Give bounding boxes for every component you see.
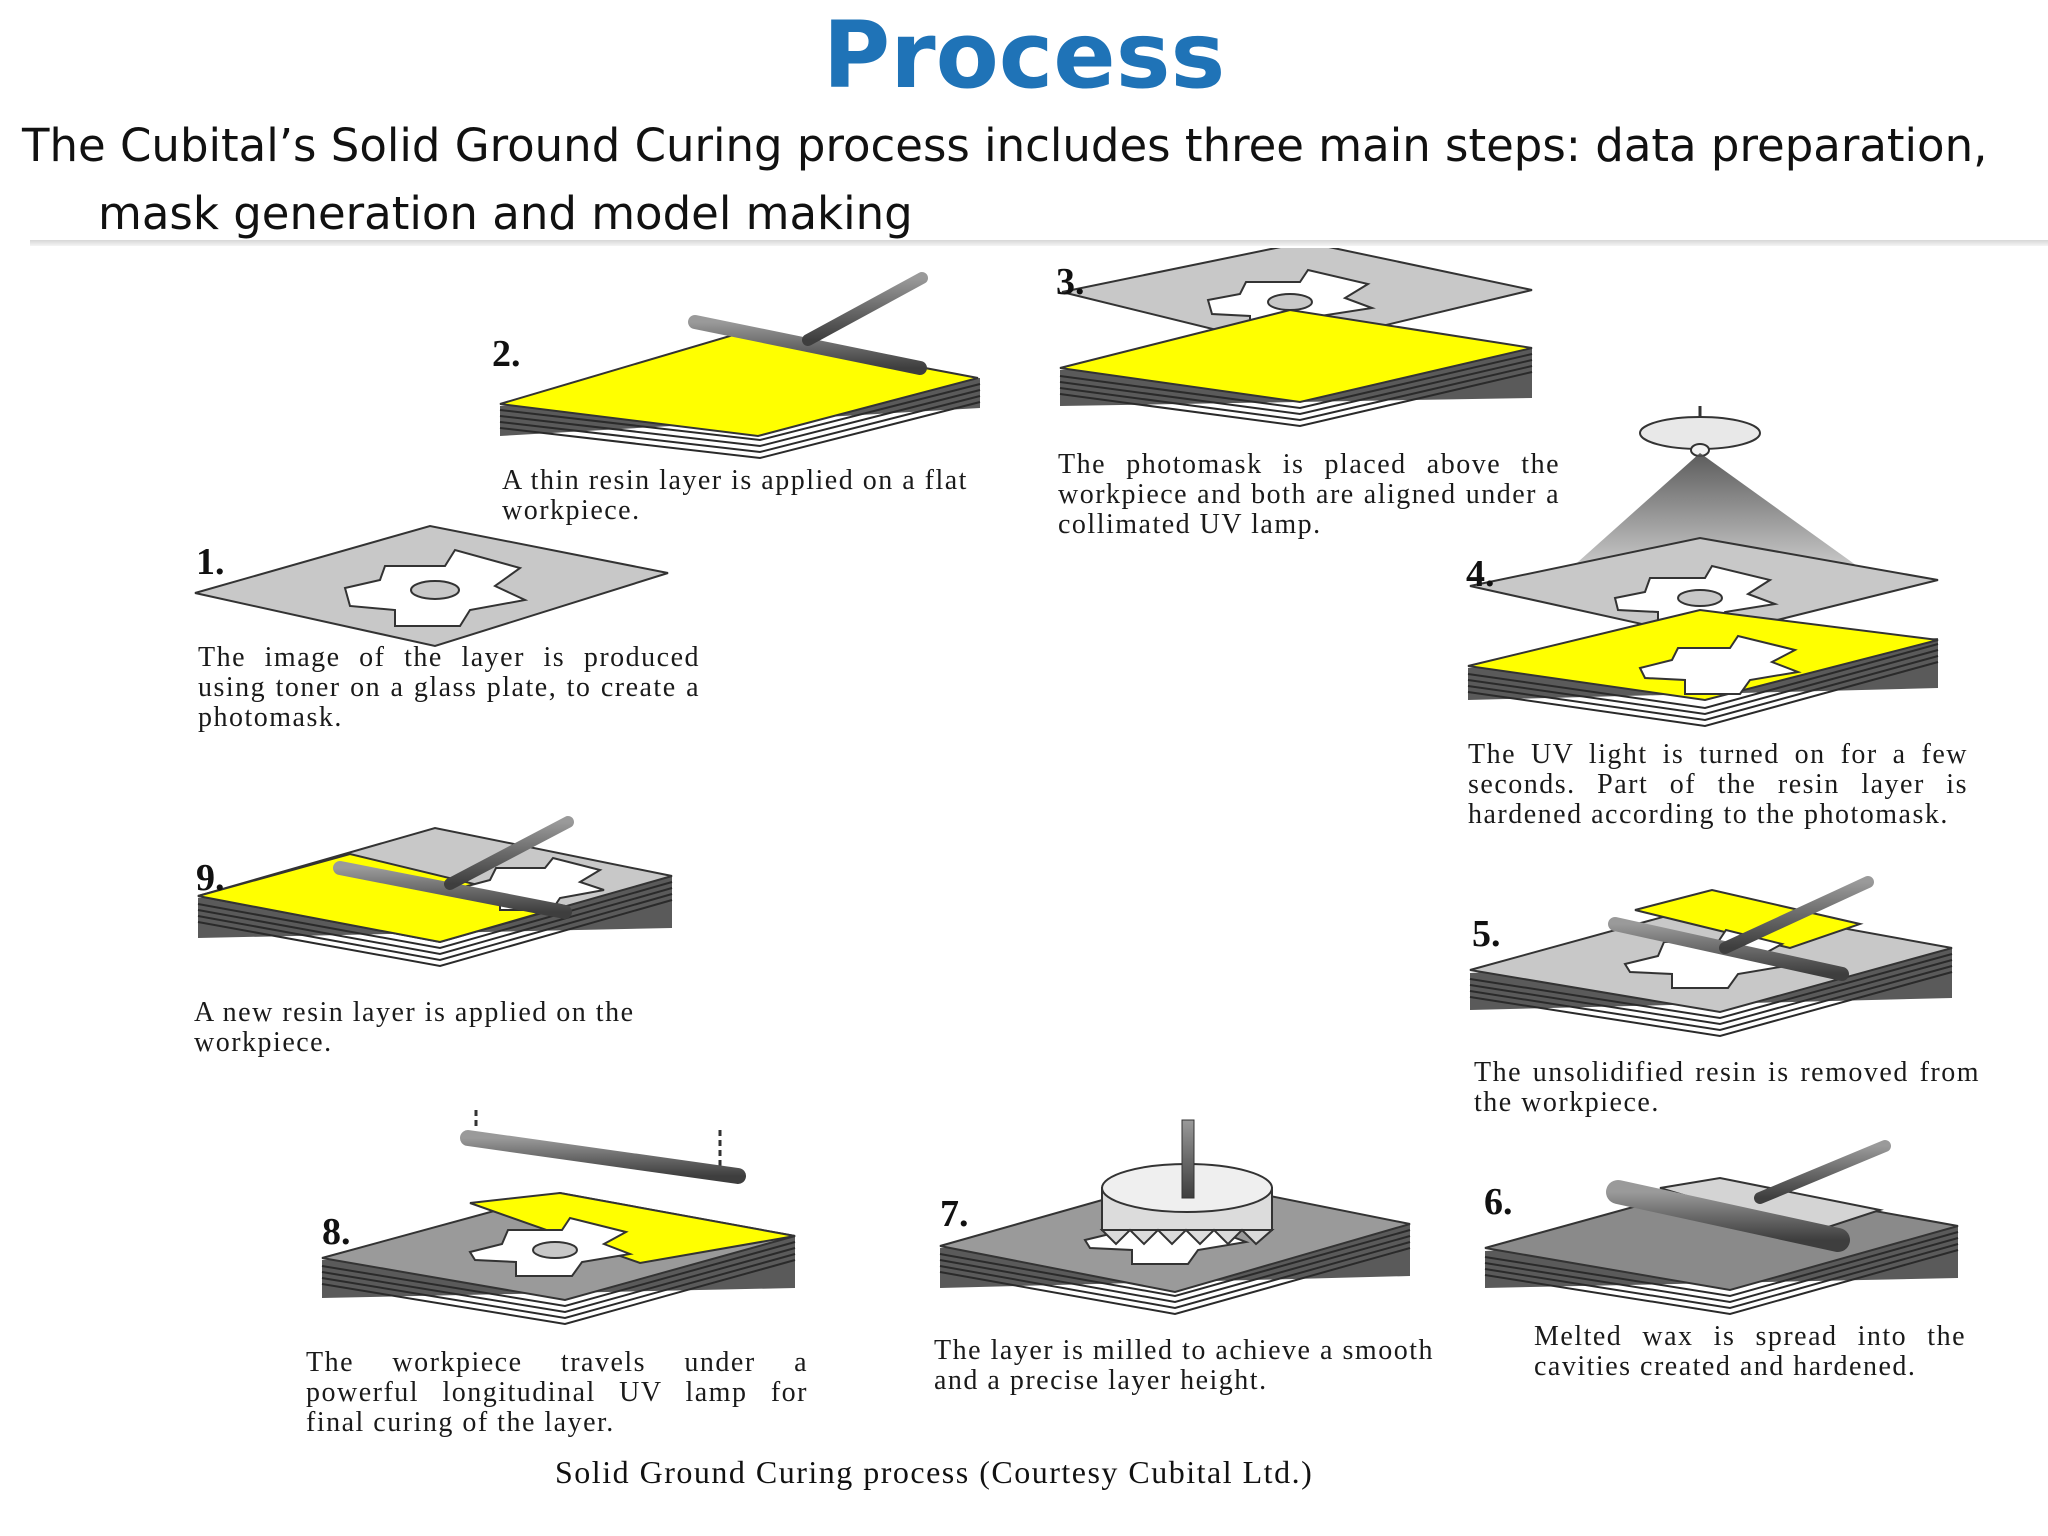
step-3-illustration	[1059, 248, 1533, 428]
step-7-illustration	[939, 1119, 1411, 1316]
step-3-caption: The photomask is placed above the workpi…	[1058, 449, 1560, 540]
step-7-caption: The layer is milled to achieve a smooth …	[934, 1335, 1434, 1396]
step-6-number: 6.	[1484, 1181, 1513, 1223]
step-7-number: 7.	[940, 1193, 969, 1235]
title-divider	[30, 240, 2048, 246]
step-8-number: 8.	[322, 1211, 351, 1253]
page-title: Process	[822, 2, 1226, 109]
step-1-caption: The image of the layer is produced using…	[198, 642, 700, 733]
step-2-caption: A thin resin layer is applied on a flat …	[502, 465, 968, 526]
step-6-caption: Melted wax is spread into the cavities c…	[1534, 1321, 1966, 1382]
step-8-illustration	[321, 1110, 796, 1326]
step-9-caption: A new resin layer is applied on the work…	[194, 997, 635, 1058]
step-2-illustration	[499, 272, 981, 460]
step-5-illustration	[1469, 876, 1953, 1038]
step-1-illustration	[194, 524, 669, 648]
step-3-number: 3.	[1056, 261, 1085, 303]
step-9-illustration	[197, 816, 673, 968]
step-8-caption: The workpiece travels under a powerful l…	[306, 1347, 808, 1438]
step-5-number: 5.	[1472, 913, 1501, 955]
process-diagram	[194, 248, 1959, 1326]
step-2-number: 2.	[492, 333, 521, 375]
step-6-illustration	[1484, 1140, 1959, 1316]
step-4-illustration	[1467, 406, 1939, 728]
figure-credit: Solid Ground Curing process (Courtesy Cu…	[555, 1454, 1314, 1490]
step-5-caption: The unsolidified resin is removed from t…	[1474, 1057, 1980, 1118]
step-4-caption: The UV light is turned on for a few seco…	[1468, 739, 1968, 830]
step-9-number: 9.	[196, 857, 225, 899]
page-subtitle: The Cubital’s Solid Ground Curing proces…	[22, 119, 1988, 240]
step-1-number: 1.	[196, 541, 225, 583]
step-4-number: 4.	[1466, 553, 1495, 595]
